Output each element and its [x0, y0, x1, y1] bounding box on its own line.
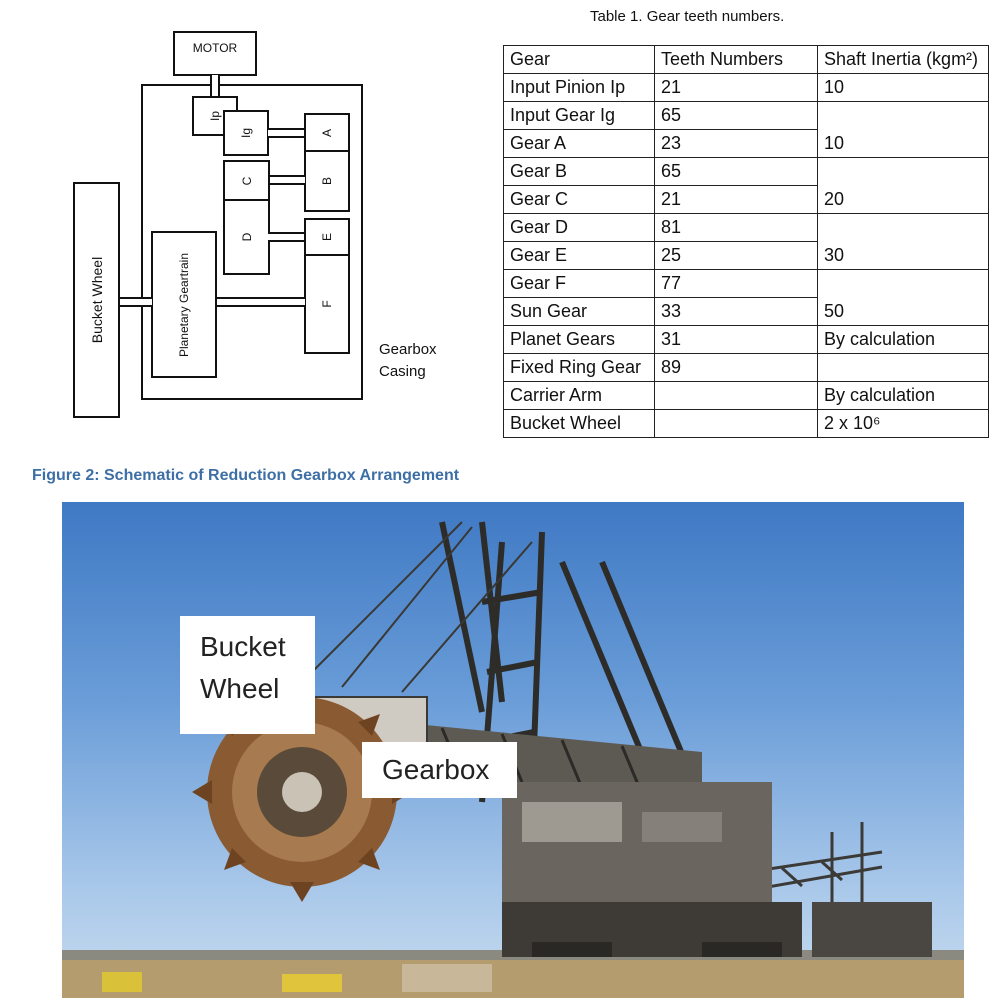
gear-f-label: F: [320, 300, 334, 308]
table-row: Sun Gear 33 50: [503, 297, 989, 326]
table-row: Gear E 25 30: [503, 241, 989, 270]
figure-caption: Figure 2: Schematic of Reduction Gearbox…: [32, 467, 460, 484]
gear-b-label: B: [320, 176, 334, 186]
gearbox-casing-label: Gearbox Casing: [379, 341, 437, 380]
bucket-wheel-label: Bucket Wheel: [88, 256, 105, 344]
table-row: Fixed Ring Gear 89: [503, 353, 989, 382]
header-inertia: Shaft Inertia (kgm²): [817, 45, 989, 74]
input-gear-label: Ig: [239, 127, 253, 139]
table-row: Gear A 23 10: [503, 129, 989, 158]
planetary-geartrain-box: Planetary Geartrain: [151, 231, 217, 378]
table-row: Gear F 77: [503, 269, 989, 298]
table-row: Bucket Wheel 2 x 10⁶: [503, 409, 989, 438]
bucket-wheel-box: Bucket Wheel: [73, 182, 120, 418]
table-row: Gear D 81: [503, 213, 989, 242]
motor-shaft: [210, 75, 220, 97]
table-row: Input Gear Ig 65: [503, 101, 989, 130]
gear-c-label: C: [239, 176, 254, 185]
planetary-geartrain-label: Planetary Geartrain: [177, 252, 191, 357]
excavator-photo: Bucket Wheel Gearbox: [62, 502, 964, 998]
gear-d-label: D: [239, 232, 254, 242]
table-row: Carrier Arm By calculation: [503, 381, 989, 410]
table-row: Planet Gears 31 By calculation: [503, 325, 989, 354]
header-teeth: Teeth Numbers: [654, 45, 818, 74]
gear-d-box: D: [223, 199, 270, 275]
table-row: Gear C 21 20: [503, 185, 989, 214]
gear-b-box: B: [304, 150, 350, 212]
header-gear: Gear: [503, 45, 655, 74]
shaft-b-c: [268, 175, 305, 185]
gear-a-box: A: [304, 113, 350, 153]
motor-box: MOTOR: [173, 31, 257, 76]
gear-e-box: E: [304, 218, 350, 256]
bucket-wheel-excavator-illustration: [62, 521, 964, 998]
gearbox-photo-label: Gearbox: [362, 742, 517, 798]
bucket-wheel-photo-label: Bucket Wheel: [180, 616, 315, 734]
input-gear-box: Ig: [223, 110, 269, 156]
gear-e-label: E: [320, 232, 334, 242]
shaft-f-planetary: [215, 297, 305, 307]
input-pinion-label: Ip: [208, 110, 222, 122]
gear-f-box: F: [304, 254, 350, 354]
table-row: Input Pinion Ip 21 10: [503, 73, 989, 102]
shaft-ig-a: [268, 128, 305, 138]
gear-a-label: A: [320, 128, 334, 138]
gear-c-box: C: [223, 160, 270, 201]
shaft-d-e: [268, 232, 305, 242]
table-header-row: Gear Teeth Numbers Shaft Inertia (kgm²): [503, 45, 989, 74]
gear-table: Gear Teeth Numbers Shaft Inertia (kgm²) …: [503, 45, 989, 438]
motor-label: MOTOR: [192, 41, 238, 55]
table-title: Table 1. Gear teeth numbers.: [590, 8, 785, 25]
table-row: Gear B 65: [503, 157, 989, 186]
shaft-planetary-bucket: [118, 297, 152, 307]
